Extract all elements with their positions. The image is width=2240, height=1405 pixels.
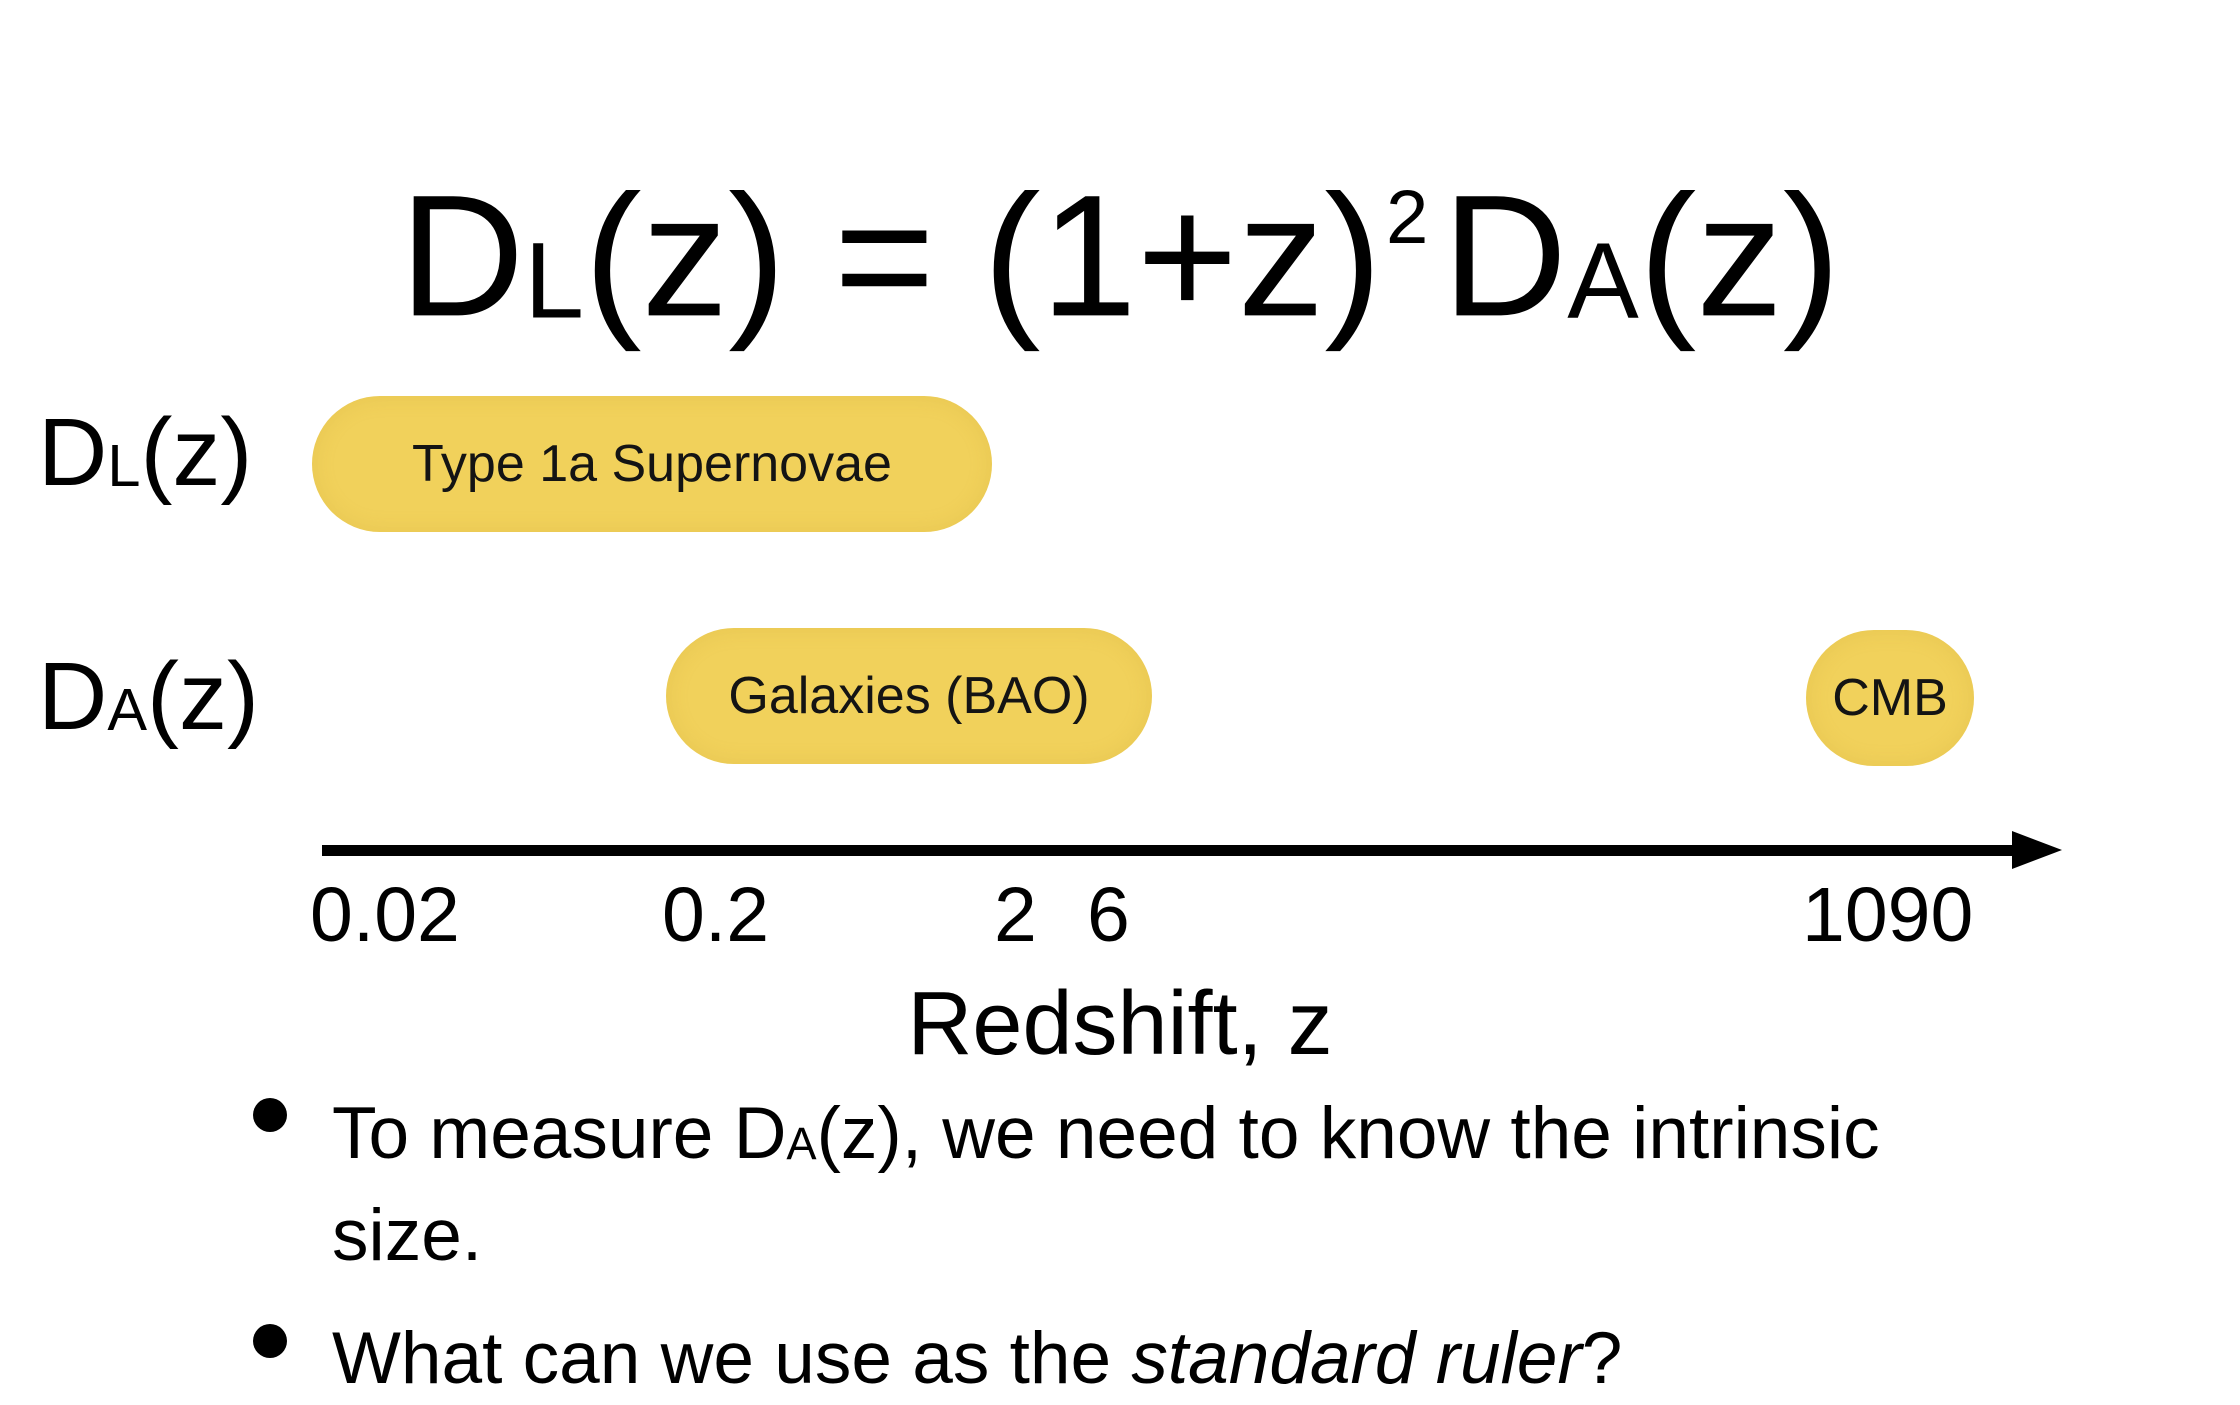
bullet-1-pre: To measure: [332, 1093, 734, 1174]
bullet-dot-icon: [253, 1324, 287, 1358]
axis-tick-label: 1090: [1802, 872, 1974, 958]
row-label-angular-distance: DA(z): [38, 642, 259, 765]
row-da-symbol: D: [38, 643, 108, 750]
formula-da-subscript: A: [1567, 220, 1639, 341]
bullet-2-emphasis: standard ruler: [1131, 1318, 1582, 1399]
formula-factor: (1+z): [982, 158, 1382, 353]
row-label-luminosity-distance: DL(z): [38, 398, 252, 521]
formula-dl-symbol: D: [399, 158, 525, 353]
bullet-1-subscript: A: [786, 1117, 817, 1169]
bullet-item: What can we use as the standard ruler?: [332, 1313, 2032, 1405]
axis-title: Redshift, z: [907, 974, 1333, 1074]
bullet-item: To measure DA(z), we need to know the in…: [332, 1088, 2032, 1282]
formula-dl-subscript: L: [524, 220, 585, 341]
distance-relation-formula: DL(z) = (1+z)2DA(z): [0, 118, 2240, 380]
axis-arrowhead-icon: [2012, 831, 2062, 869]
supernovae-range-pill: Type 1a Supernovae: [312, 396, 992, 532]
formula-dl-argument: (z): [584, 158, 786, 353]
formula-da-argument: (z): [1638, 158, 1841, 353]
bullet-2-post: ?: [1581, 1318, 1623, 1399]
formula-da-symbol: D: [1442, 158, 1568, 353]
formula-equals: =: [785, 158, 983, 353]
axis-tick-label: 0.02: [310, 872, 460, 958]
supernovae-label: Type 1a Supernovae: [412, 435, 892, 493]
axis-tick-label: 2: [994, 872, 1037, 958]
bullet-dot-icon: [253, 1098, 287, 1132]
formula-exponent: 2: [1385, 175, 1429, 260]
cmb-label: CMB: [1832, 669, 1948, 727]
axis-tick-label: 6: [1087, 872, 1130, 958]
axis-tick-label: 0.2: [662, 872, 770, 958]
bullet-1-post: (z), we need to know the intrinsic size.: [332, 1093, 1880, 1276]
row-da-argument: (z): [147, 643, 259, 750]
bullet-2-pre: What can we use as the: [332, 1318, 1132, 1399]
row-dl-symbol: D: [38, 399, 108, 506]
bao-range-pill: Galaxies (BAO): [666, 628, 1152, 764]
row-da-subscript: A: [107, 676, 148, 744]
bullet-1-symbol: D: [733, 1093, 787, 1174]
row-dl-argument: (z): [140, 399, 253, 506]
bao-label: Galaxies (BAO): [728, 667, 1090, 725]
redshift-axis-line: [322, 845, 2022, 856]
row-dl-subscript: L: [107, 432, 141, 500]
cmb-range-pill: CMB: [1806, 630, 1974, 766]
